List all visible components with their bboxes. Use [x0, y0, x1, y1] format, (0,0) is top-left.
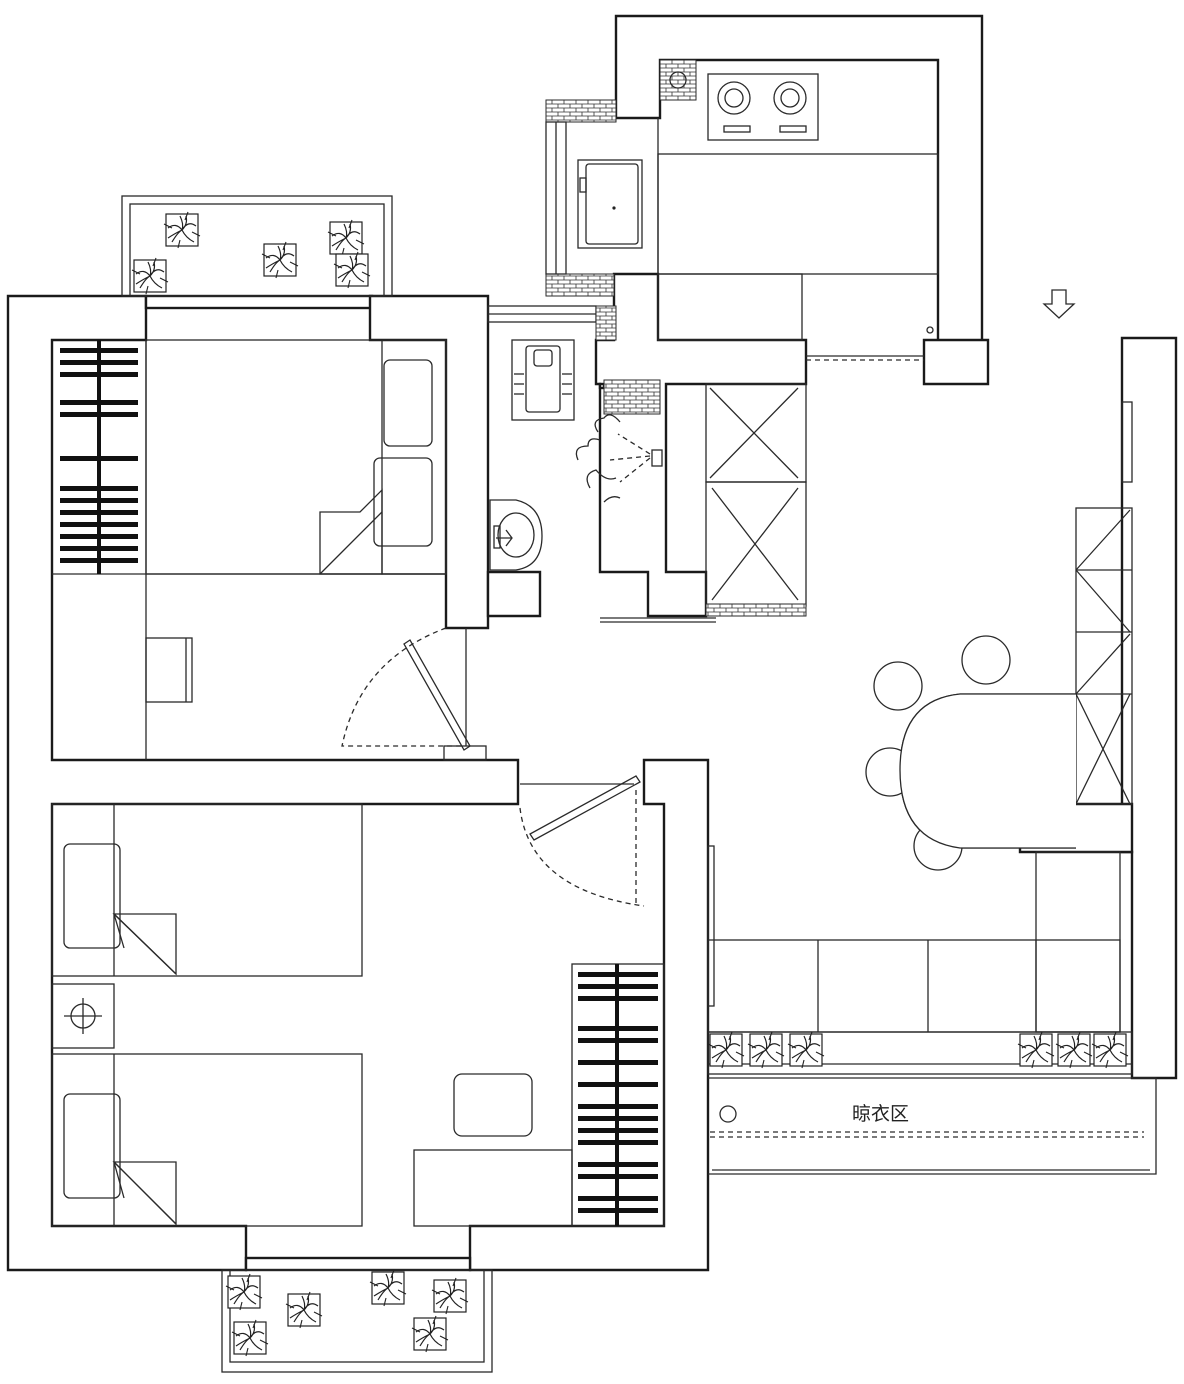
washbasin-icon	[489, 499, 543, 571]
balcony-top	[121, 195, 393, 297]
potted-plant-icon	[131, 257, 169, 295]
potted-plant-icon	[411, 1315, 449, 1353]
wall-bedroom1-top	[144, 294, 374, 310]
bed-bedroom1	[145, 339, 447, 575]
wardrobe-bedroom2	[571, 963, 665, 1227]
potted-plant-icon	[261, 241, 299, 279]
gas-stove-icon	[707, 73, 819, 141]
toilet-icon	[511, 339, 575, 421]
potted-plant-icon	[787, 1031, 825, 1069]
bathroom	[487, 305, 663, 571]
wall-left-outer	[6, 294, 520, 1272]
dining-table	[865, 635, 1076, 871]
wall-bathroom-divider	[598, 382, 606, 390]
door-bedroom1	[341, 627, 487, 761]
potted-plant-icon	[431, 1277, 469, 1315]
potted-plant-icon	[327, 219, 365, 257]
shower-icon	[575, 389, 663, 503]
kitchen-sink	[577, 159, 643, 249]
bedroom2	[51, 775, 645, 1227]
drying-area-label: 晾衣区	[852, 1103, 909, 1125]
wall-kitchen	[614, 14, 984, 344]
wardrobe-bedroom1	[60, 340, 138, 574]
potted-plant-icon	[1017, 1031, 1055, 1069]
wall-bedroom2-bottom	[244, 1256, 472, 1272]
potted-plant-icon	[369, 1269, 407, 1307]
potted-plant-icon	[747, 1031, 785, 1069]
wall-kitchen-lower	[594, 272, 808, 618]
ceiling-light-icon	[719, 1105, 737, 1123]
potted-plant-icon	[285, 1291, 323, 1329]
living-cabinets	[1075, 401, 1133, 805]
potted-plant-icon	[333, 251, 371, 289]
wall-bath-bottom	[486, 570, 542, 618]
potted-plant-icon	[707, 1031, 745, 1069]
wall-bedroom2-right	[468, 758, 710, 1272]
sofa	[707, 845, 1121, 1033]
potted-plant-icon	[231, 1319, 269, 1357]
wall-right-outer	[1120, 336, 1178, 1080]
balcony-bottom	[221, 1269, 493, 1373]
down-arrow-icon	[1042, 289, 1076, 319]
wall-bedroom1-right	[368, 294, 490, 630]
potted-plant-icon	[1055, 1031, 1093, 1069]
potted-plant-icon	[163, 211, 201, 249]
potted-plant-icon	[1091, 1031, 1129, 1069]
potted-plant-icon	[225, 1273, 263, 1311]
wall-kitchen-column	[922, 338, 990, 386]
desk-bedroom1	[145, 637, 193, 703]
kitchen	[545, 59, 939, 623]
